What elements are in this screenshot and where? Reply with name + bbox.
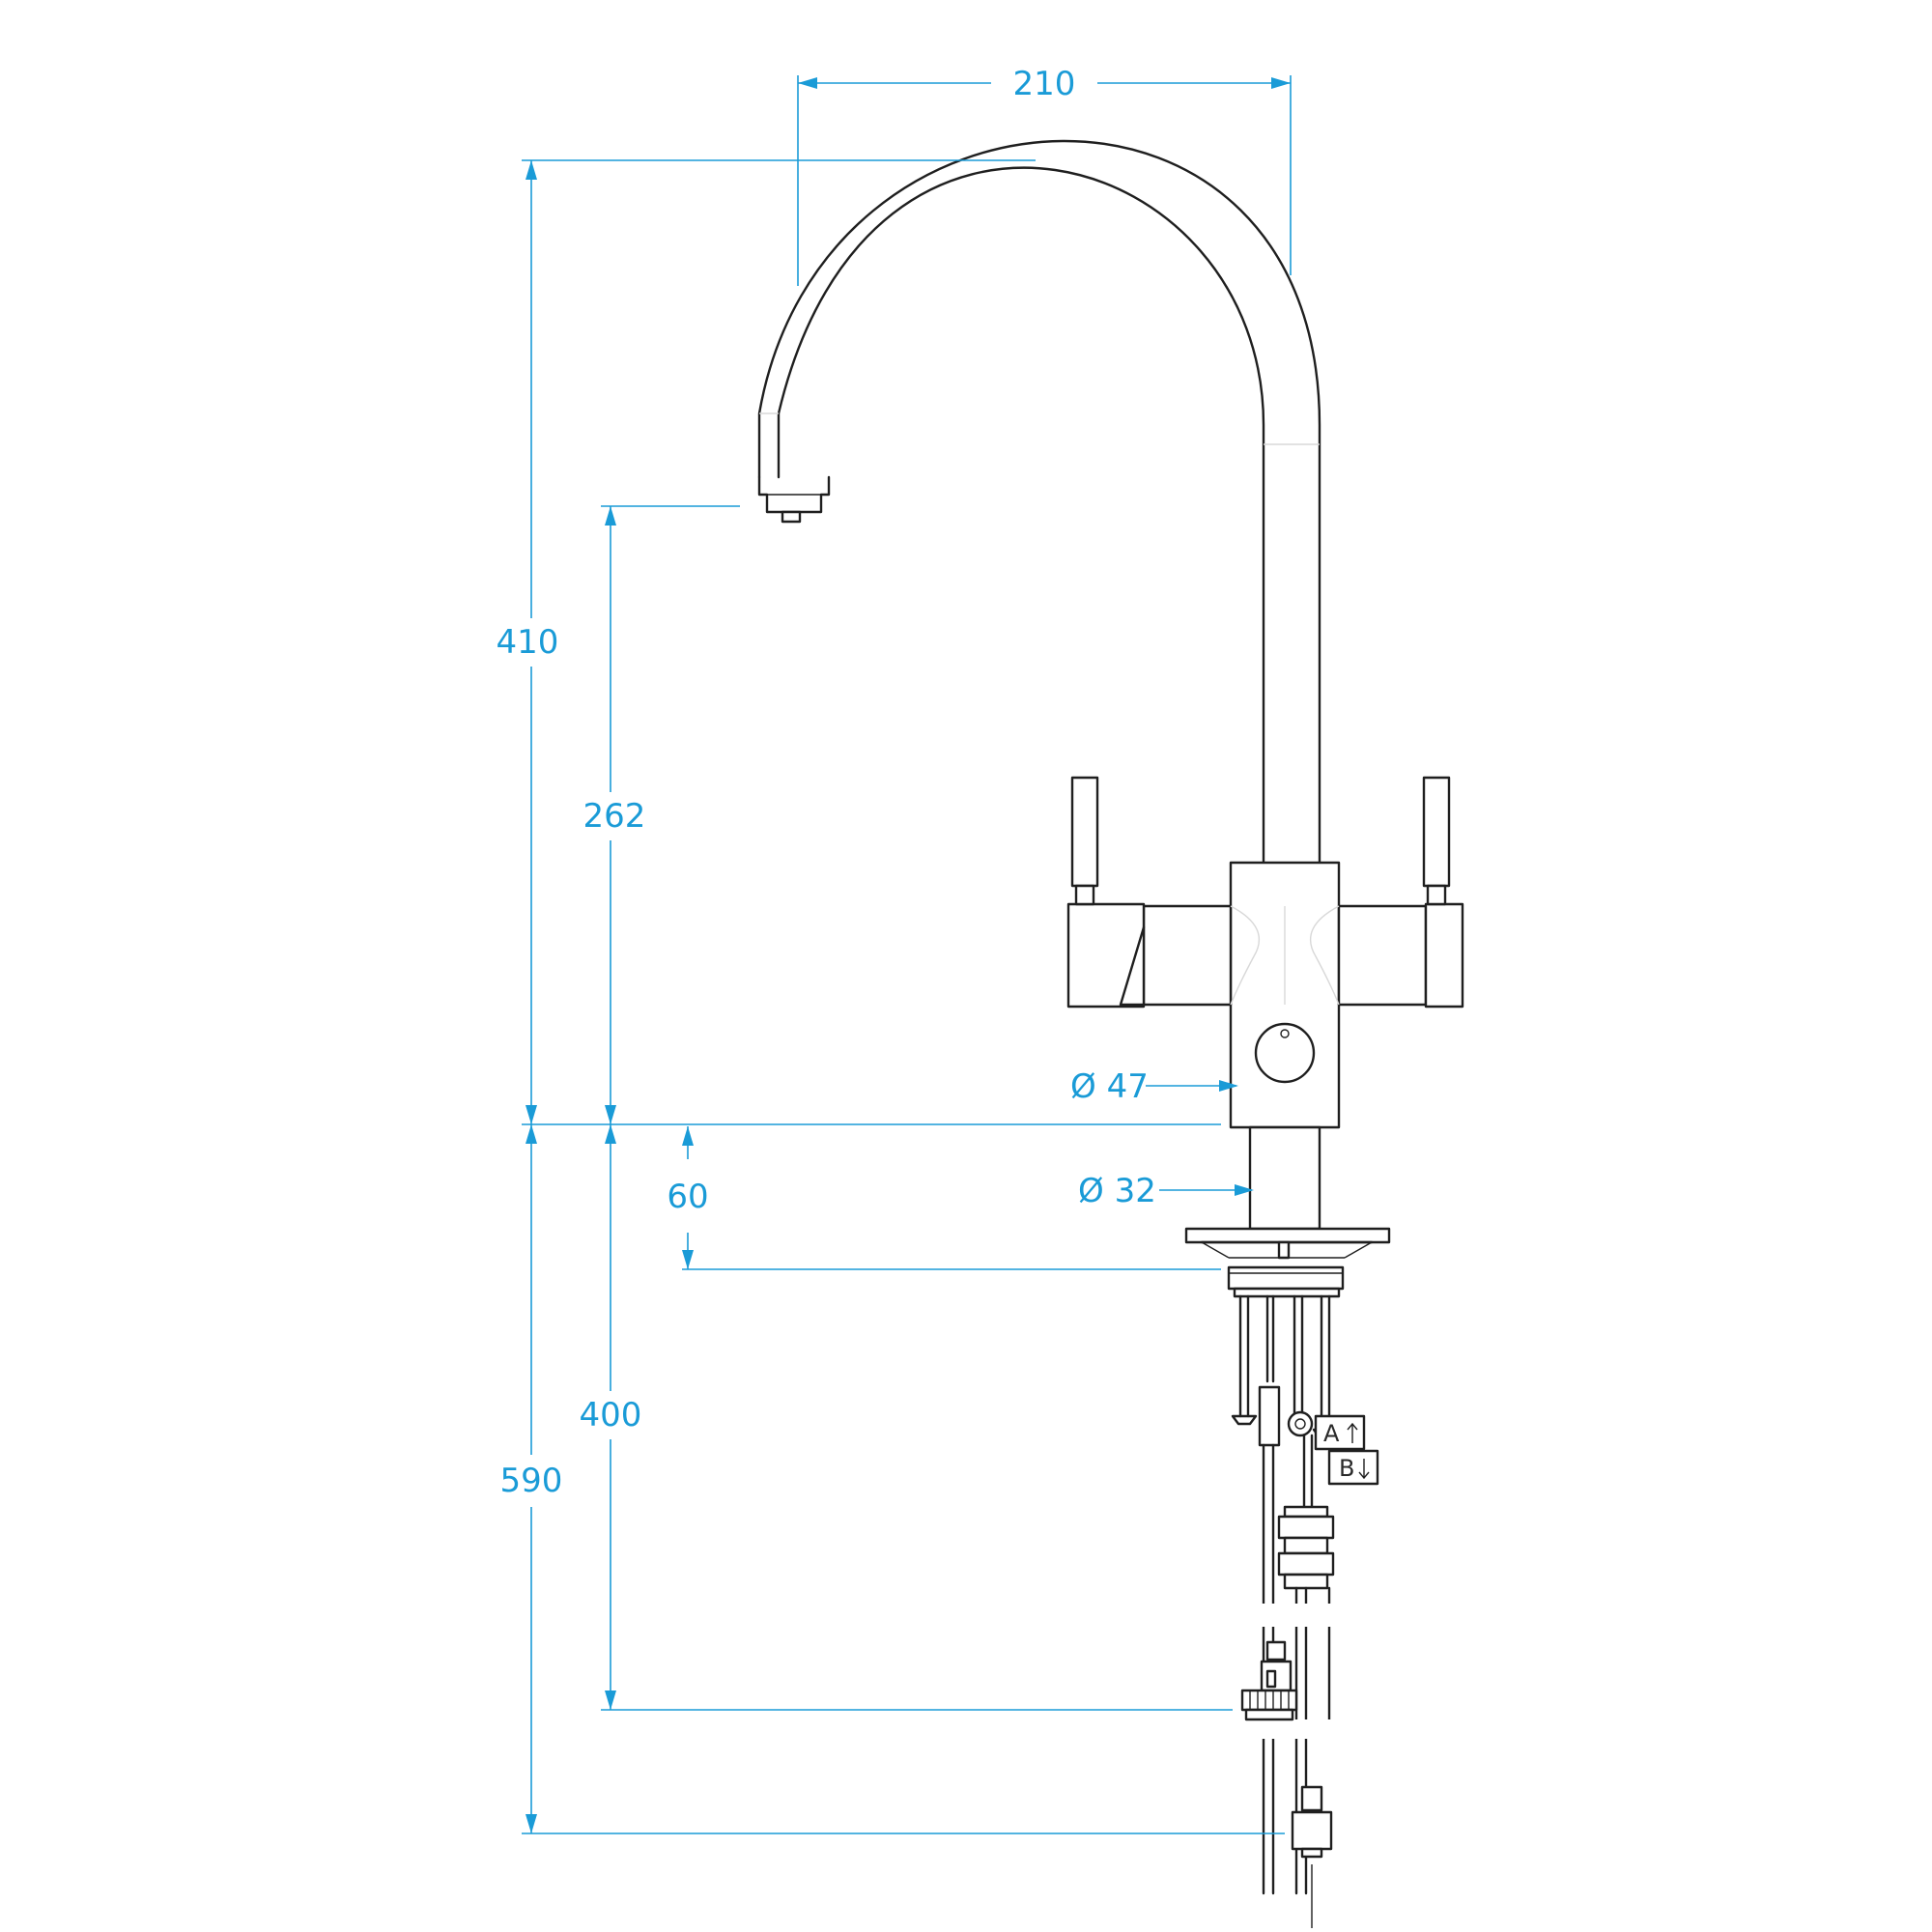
tails-and-hoses: A B — [1231, 1294, 1379, 1928]
port-a-label: A — [1323, 1420, 1340, 1447]
gooseneck-spout — [757, 139, 1321, 865]
dimension-body-diameter: Ø 47 — [1070, 1067, 1238, 1106]
dimension-label-262: 262 — [583, 797, 646, 836]
dimension-spout-height: 262 — [583, 505, 740, 1124]
port-b-label: B — [1339, 1455, 1354, 1482]
dimension-shank-diameter: Ø 32 — [1078, 1172, 1254, 1210]
shank — [1184, 1125, 1391, 1298]
control-knob — [1254, 1022, 1316, 1084]
dimension-label-400: 400 — [580, 1396, 642, 1435]
right-lever-handle — [1422, 776, 1464, 1009]
dimension-label-60: 60 — [667, 1178, 708, 1216]
tap-outline: A B — [757, 139, 1464, 1928]
dimension-lines: 210 410 262 Ø 47 — [497, 65, 1292, 1834]
dimension-spout-reach: 210 — [797, 65, 1292, 286]
tap-body — [1142, 861, 1428, 1129]
dimension-label-410: 410 — [497, 623, 559, 662]
dimension-total-below: 590 — [500, 1124, 1285, 1834]
dimension-base-height: 60 — [667, 1126, 1221, 1270]
left-lever-handle — [1066, 776, 1146, 1009]
dimension-label-590: 590 — [500, 1462, 563, 1500]
dimension-hose-length: 400 — [580, 1124, 1233, 1711]
dimension-label-diameter-47: Ø 47 — [1070, 1067, 1149, 1106]
dimension-total-height: 410 — [497, 159, 1036, 1124]
dimension-label-210: 210 — [1013, 65, 1076, 103]
aerator — [757, 475, 831, 524]
dimension-label-diameter-32: Ø 32 — [1078, 1172, 1156, 1210]
